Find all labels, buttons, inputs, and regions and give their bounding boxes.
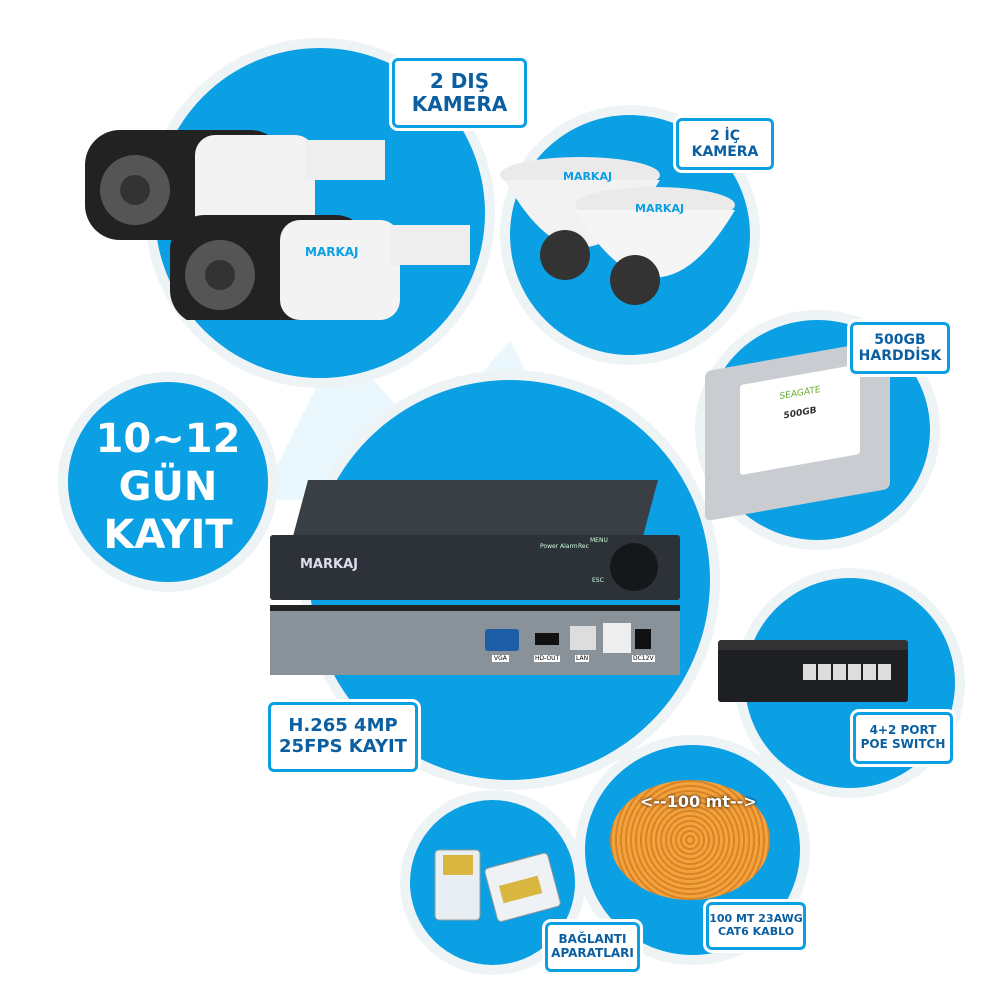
alarm-led-label: Alarm [560, 543, 578, 550]
cable-length-text: <--100 mt--> [640, 792, 757, 811]
record-days-line-3: KAYIT [103, 512, 233, 558]
record-days-line-2: GÜN [118, 464, 218, 510]
usb-ports [603, 623, 631, 653]
nvr-image: MARKAJ Power Alarm Rec MENU ESC VGA HD-O… [270, 480, 680, 680]
indoor-camera-label: 2 İÇ KAMERA [676, 118, 774, 170]
indoor-label-line-1: 2 İÇ [709, 127, 741, 144]
hdmi-label: HD-OUT [534, 655, 561, 662]
cable-spool-image [610, 780, 770, 900]
indoor-label-line-2: KAMERA [691, 144, 759, 160]
outdoor-camera-brand: MARKAJ [305, 245, 359, 259]
record-days-text: 10~12 GÜN KAYIT [68, 415, 268, 559]
dome-brand-2: MARKAJ [635, 202, 685, 215]
power-led-label: Power [540, 543, 559, 550]
esc-button: ESC [592, 577, 604, 584]
connectors-label-line-2: APARATLARI [551, 946, 634, 960]
connectors-label: BAĞLANTI APARATLARI [545, 922, 640, 972]
hdmi-port [535, 633, 559, 645]
vga-label: VGA [492, 655, 509, 662]
poe-switch-image [718, 640, 908, 702]
hdd-label-line-2: HARDDİSK [858, 348, 942, 364]
hdd-label-line-1: 500GB [874, 331, 926, 348]
record-days-circle [68, 382, 268, 582]
connectors-label-line-1: BAĞLANTI [558, 932, 627, 947]
rj45-connectors-image [434, 849, 561, 922]
switch-label-line-2: POE SWITCH [860, 737, 946, 751]
nvr-label-line-1: H.265 4MP [288, 715, 398, 737]
switch-label: 4+2 PORT POE SWITCH [853, 712, 953, 764]
cable-label: 100 MT 23AWG CAT6 KABLO [706, 902, 806, 950]
dc-port [635, 629, 651, 649]
vga-port [485, 629, 519, 651]
outdoor-cameras-image [85, 130, 470, 320]
dc-label: DC12V [632, 655, 655, 662]
dome-brand-1: MARKAJ [563, 170, 613, 183]
nvr-label: H.265 4MP 25FPS KAYIT [268, 702, 418, 772]
nvr-dpad [610, 543, 658, 591]
nvr-label-line-2: 25FPS KAYIT [279, 736, 407, 757]
outdoor-label-line-1: 2 DIŞ [429, 69, 490, 93]
cable-label-line-1: 100 MT 23AWG [709, 912, 803, 926]
hdd-label: 500GB HARDDİSK [850, 322, 950, 374]
indoor-cameras-image [500, 157, 735, 305]
lan-label: LAN [575, 655, 590, 662]
outdoor-label-line-2: KAMERA [411, 92, 508, 116]
outdoor-camera-label: 2 DIŞ KAMERA [392, 58, 527, 128]
lan-port [570, 626, 596, 650]
switch-label-line-1: 4+2 PORT [869, 723, 937, 738]
cable-label-line-2: CAT6 KABLO [717, 925, 795, 938]
rec-led-label: Rec [578, 543, 589, 550]
nvr-brand: MARKAJ [300, 557, 358, 572]
menu-button: MENU [590, 537, 608, 544]
record-days-line-1: 10~12 [95, 416, 241, 462]
